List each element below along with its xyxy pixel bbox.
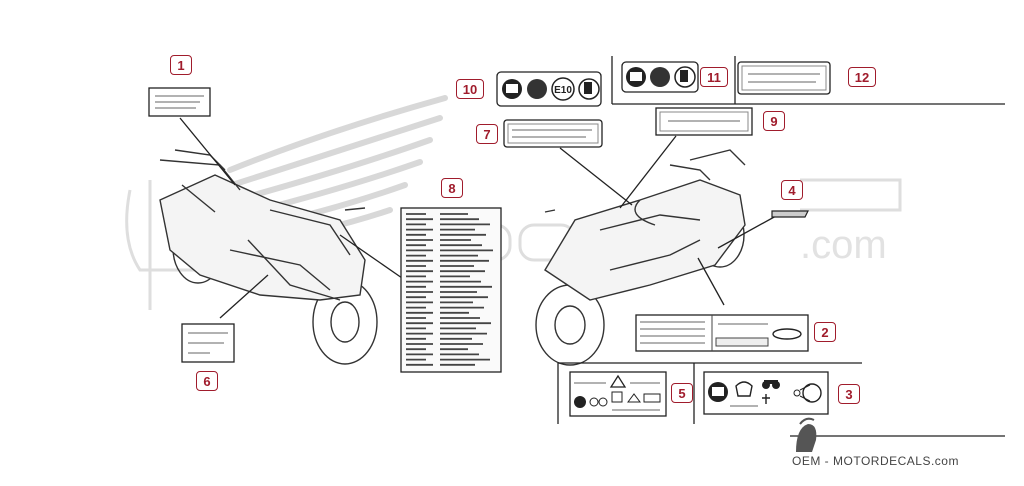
label-10-strip: E10 <box>496 71 602 107</box>
chain-icon <box>802 383 822 403</box>
label-7-plate <box>503 119 603 148</box>
leader-lines <box>179 117 777 319</box>
callout-8[interactable]: 8 <box>441 178 463 198</box>
label-9-plate <box>655 107 753 136</box>
fuel-e10-text: E10 <box>554 85 572 96</box>
helmet-icon <box>574 396 586 408</box>
rider-icon <box>589 397 599 407</box>
watermark-text: .com <box>800 223 887 267</box>
callout-7[interactable]: 7 <box>476 124 498 144</box>
warning-disc-icon <box>527 79 547 99</box>
footer-brand: OEM - MOTORDECALS.com <box>792 454 959 468</box>
callout-1[interactable]: 1 <box>170 55 192 75</box>
label-3-plate <box>703 371 829 415</box>
section-dividers <box>557 56 1005 437</box>
label-6-plate <box>181 323 235 363</box>
label-5-plate <box>569 371 667 417</box>
label-1-plate <box>148 87 211 117</box>
helmet-icon <box>735 381 753 397</box>
callout-2[interactable]: 2 <box>814 322 836 342</box>
callout-4[interactable]: 4 <box>781 180 803 200</box>
callout-6[interactable]: 6 <box>196 371 218 391</box>
label-2-plate <box>635 314 809 352</box>
callout-10[interactable]: 10 <box>456 79 484 99</box>
motorcycle-left-view <box>159 149 378 365</box>
label-8-plate <box>400 207 502 373</box>
tire-icon <box>772 328 802 340</box>
callout-5[interactable]: 5 <box>671 383 693 403</box>
warning-disc-icon <box>650 67 670 87</box>
warning-triangle-icon <box>609 374 627 388</box>
fuel-e10-icon <box>551 77 575 101</box>
label-12-plate <box>737 61 831 95</box>
label-11-strip <box>621 61 699 93</box>
brand-helmet-logo <box>796 417 817 452</box>
callout-11[interactable]: 11 <box>700 67 728 87</box>
callout-3[interactable]: 3 <box>838 384 860 404</box>
motorcycle-right-view <box>535 149 746 366</box>
callout-12[interactable]: 12 <box>848 67 876 87</box>
label-4-strip <box>771 210 809 218</box>
callout-9[interactable]: 9 <box>763 111 785 131</box>
